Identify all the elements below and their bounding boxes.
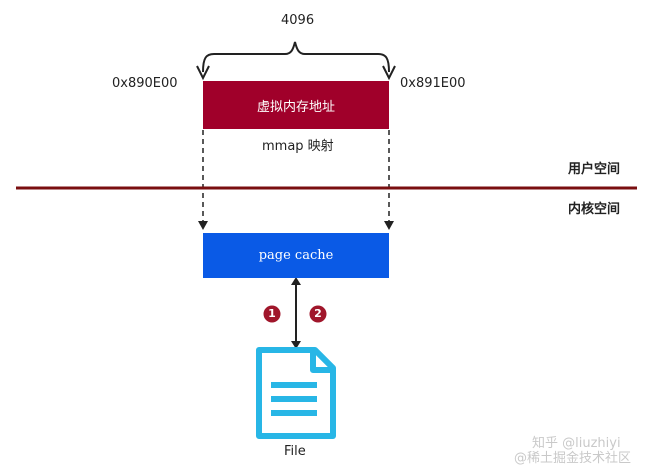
size-brace bbox=[202, 41, 390, 73]
user-space-label: 用户空间 bbox=[568, 162, 621, 177]
step1-badge bbox=[263, 305, 281, 323]
virtual-memory-box: 虚拟内存地址 bbox=[203, 81, 389, 129]
virtual-memory-label: 虚拟内存地址 bbox=[256, 99, 335, 115]
size-label: 4096 bbox=[281, 13, 315, 28]
mmap-right-arrow bbox=[384, 221, 394, 230]
watermark-juejin: @稀土掘金技术社区 bbox=[514, 451, 632, 466]
watermark-zhihu: 知乎 @liuzhiyi bbox=[532, 436, 621, 451]
address-end-label: 0x891E00 bbox=[400, 76, 466, 91]
mmap-left-arrow bbox=[198, 221, 208, 230]
document-icon bbox=[256, 347, 336, 439]
brace-left-arrow bbox=[196, 65, 210, 81]
io-arrow-up bbox=[291, 277, 301, 285]
io-arrow-down bbox=[291, 341, 301, 349]
address-start-label: 0x890E00 bbox=[112, 76, 178, 91]
step2-number: 2 bbox=[314, 307, 322, 320]
page-cache-label: page cache bbox=[258, 248, 334, 263]
brace-right-arrow bbox=[382, 65, 396, 81]
page-cache-box: page cache bbox=[203, 233, 389, 278]
kernel-space-label: 内核空间 bbox=[568, 202, 621, 217]
step2-badge bbox=[309, 305, 327, 323]
file-label: File bbox=[284, 444, 306, 459]
mmap-label: mmap 映射 bbox=[262, 139, 334, 154]
step1-number: 1 bbox=[268, 307, 276, 320]
